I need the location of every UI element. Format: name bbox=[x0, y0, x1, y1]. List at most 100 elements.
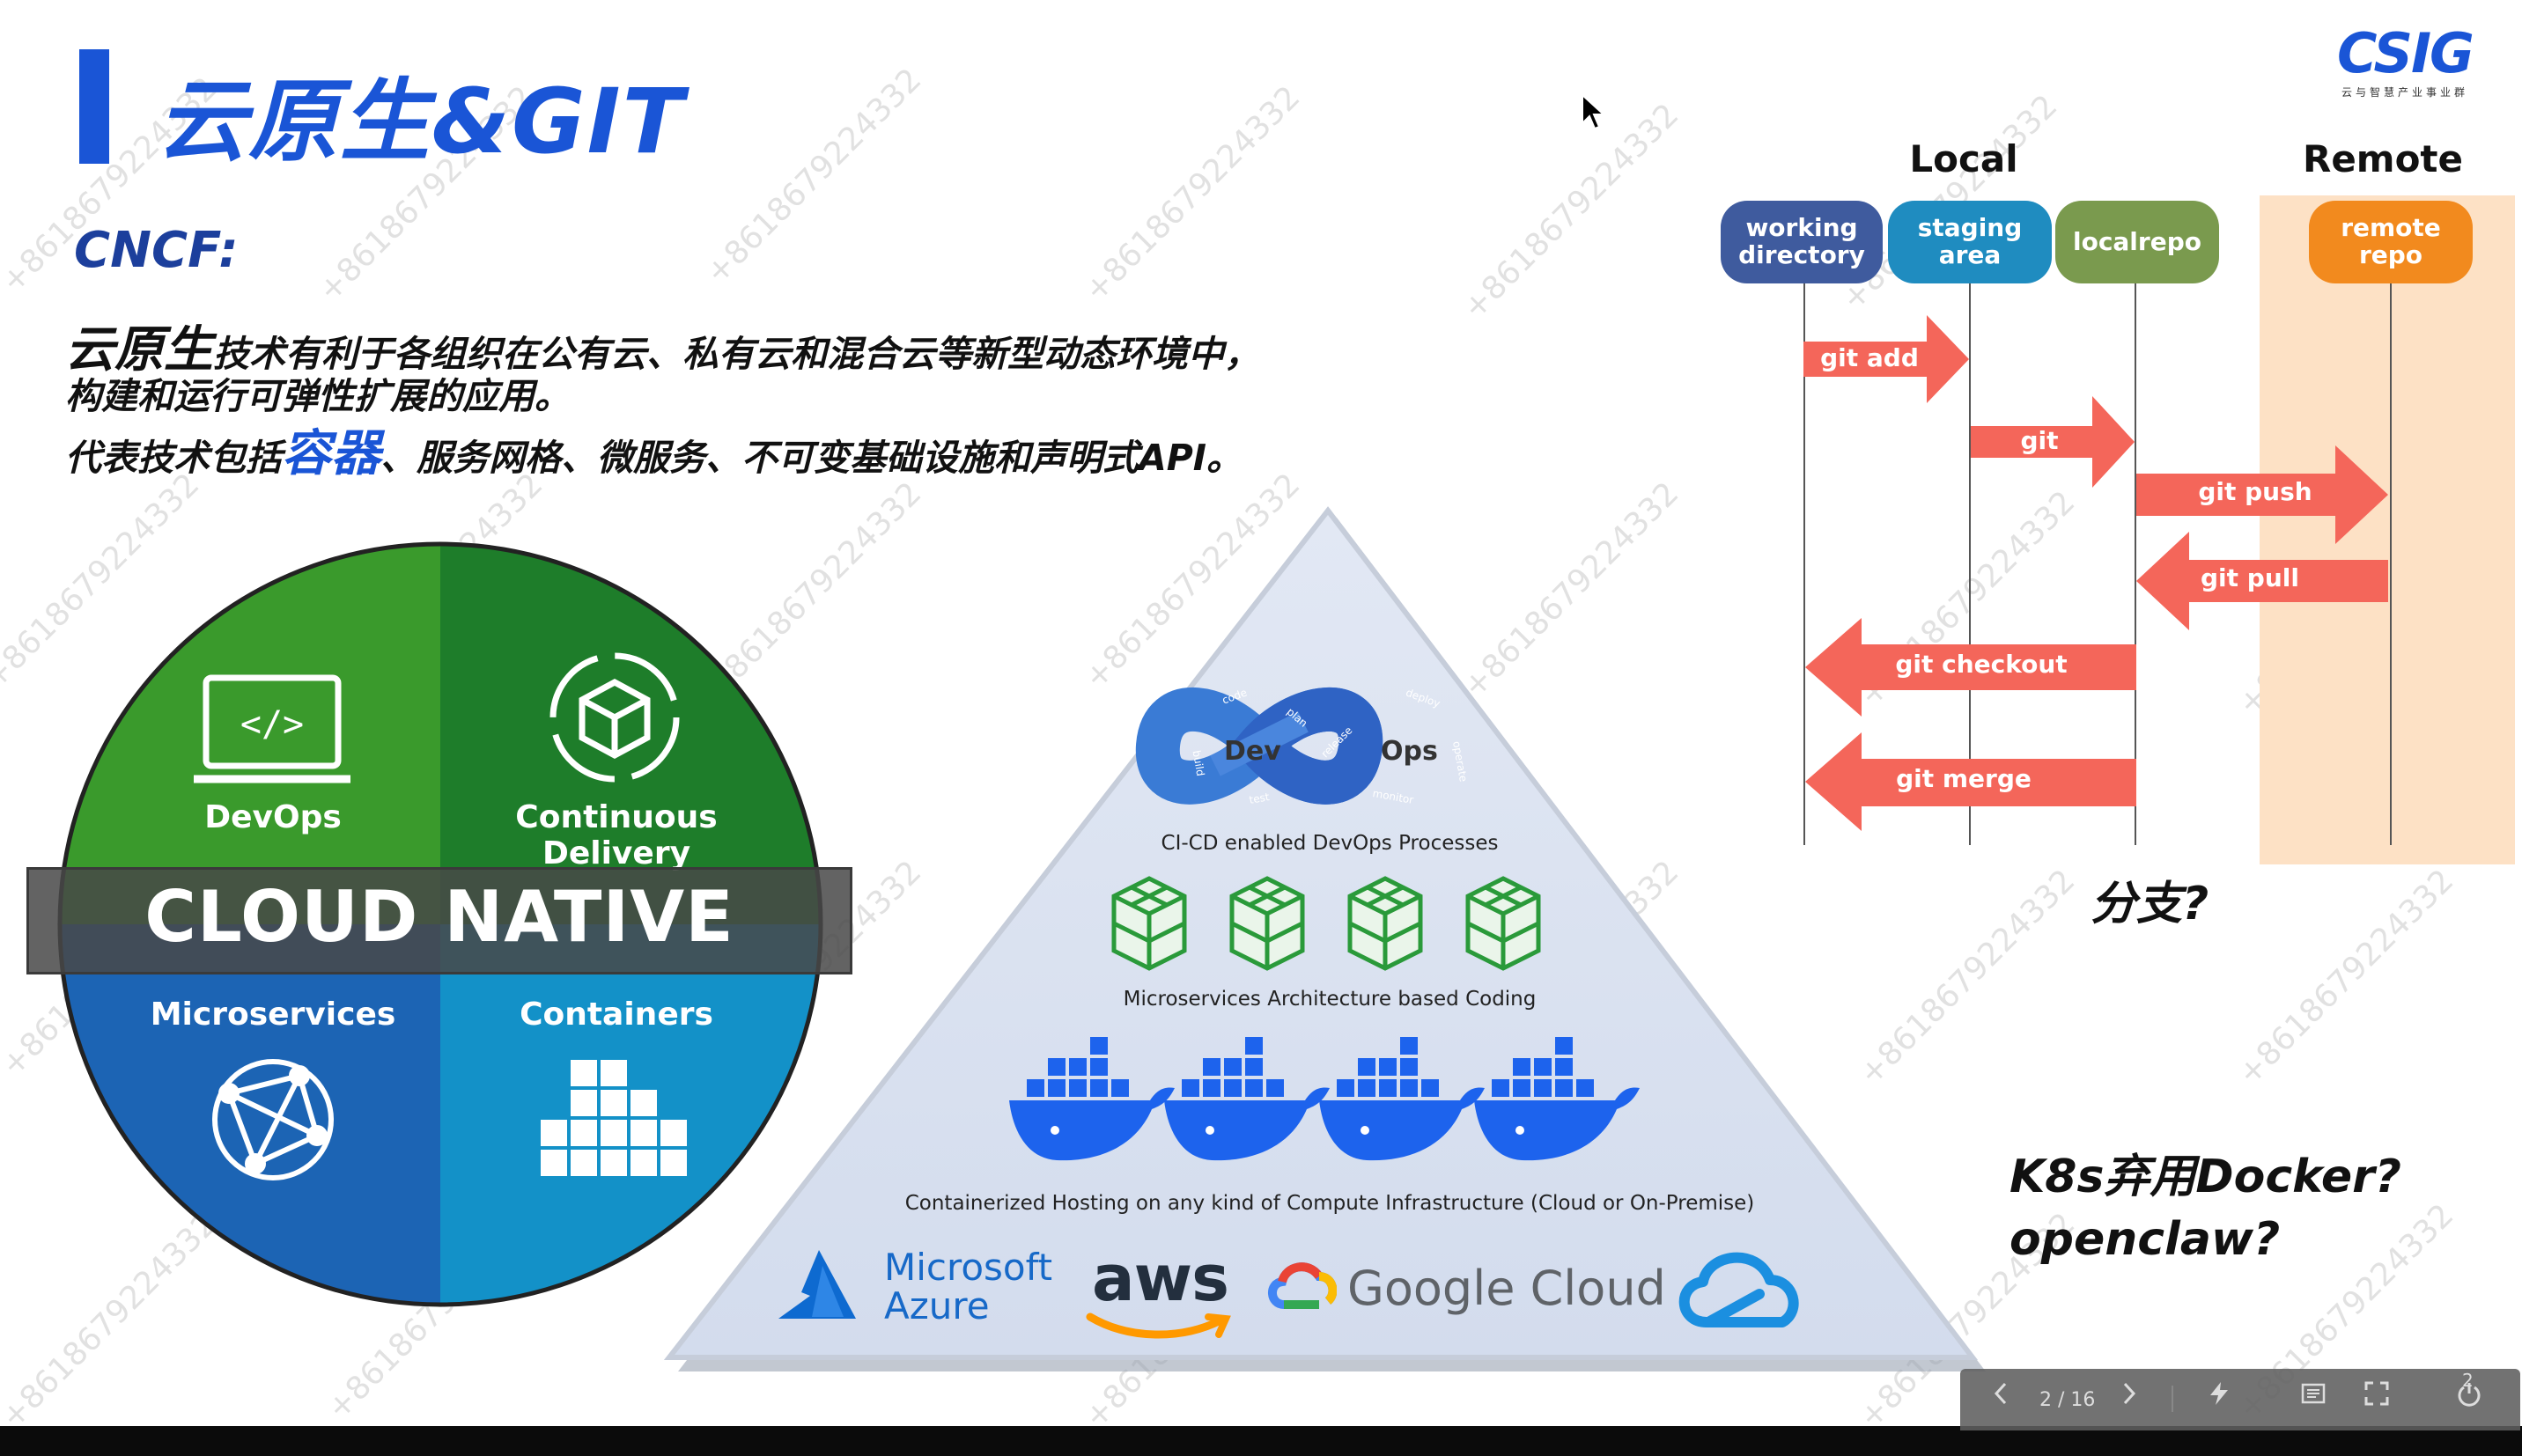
intro-line-3-b: 、服务网格、微服务、不可变基础设施和声明式API。 bbox=[380, 437, 1243, 479]
page-number-badge: 2 bbox=[2462, 1370, 2474, 1391]
presentation-toolbar bbox=[1960, 1369, 2520, 1430]
watermark: +8618679224332 bbox=[698, 62, 929, 291]
remote-repo-line bbox=[2390, 282, 2392, 845]
notes-icon bbox=[2301, 1383, 2326, 1404]
devops-pyramid bbox=[663, 506, 1986, 1371]
continuous-delivery-label: Continuous Delivery bbox=[515, 799, 718, 871]
stage-localrepo-label: localrepo bbox=[2072, 226, 2201, 256]
azure-logo-icon bbox=[778, 1250, 856, 1319]
watermark: +8618679224332 bbox=[2231, 863, 2461, 1092]
remote-zone bbox=[2260, 195, 2515, 864]
cloud-native-banner-text: CLOUD NATIVE bbox=[144, 876, 734, 958]
notes-button[interactable] bbox=[2300, 1380, 2327, 1414]
slide-title: 云原生&GIT bbox=[157, 70, 686, 174]
devops-label: DevOps bbox=[204, 799, 342, 835]
stage-staging-line-2: area bbox=[1938, 240, 2002, 269]
git-add-label: git add bbox=[1820, 343, 1919, 372]
docker-whales-icon bbox=[1009, 1037, 1640, 1161]
intro-cloud-native-term: 云原生 bbox=[65, 321, 213, 379]
intro-line-3: 代表技术包括容器、服务网格、微服务、不可变基础设施和声明式API。 bbox=[65, 414, 1243, 485]
git-checkout-label: git checkout bbox=[1895, 650, 2068, 679]
watermark: +8618679224332 bbox=[1456, 97, 1686, 327]
arrow-git-commit bbox=[1971, 396, 2135, 488]
container-blocks-icon bbox=[541, 1060, 687, 1176]
azure-logo-text: Microsoft Azure bbox=[884, 1248, 1052, 1326]
intro-line-1: 云原生技术有利于各组织在公有云、私有云和混合云等新型动态环境中， bbox=[65, 310, 1260, 381]
lightning-icon bbox=[2210, 1382, 2228, 1405]
power-icon bbox=[2458, 1383, 2481, 1407]
microservice-cubes-icon bbox=[1111, 876, 1554, 971]
microservices-label: Microservices bbox=[150, 996, 396, 1033]
openclaw-note: openclaw? bbox=[2009, 1213, 2281, 1266]
tencent-cloud-logo-icon bbox=[1678, 1252, 1799, 1327]
pyramid-level-3-text: Containerized Hosting on any kind of Com… bbox=[904, 1192, 1755, 1215]
laser-pointer-button[interactable] bbox=[2207, 1380, 2231, 1414]
intro-line-3-a: 代表技术包括 bbox=[65, 437, 282, 479]
devops-dev-label: Dev bbox=[1224, 736, 1281, 767]
laptop-code-icon: </> bbox=[194, 674, 350, 783]
localrepo-line bbox=[2135, 282, 2136, 845]
stage-remote-line-2: repo bbox=[2358, 240, 2423, 269]
containers-label: Containers bbox=[520, 996, 713, 1033]
staging-area-line bbox=[1969, 282, 1971, 845]
mouse-cursor-icon bbox=[1582, 93, 1606, 130]
arrow-git-add bbox=[1803, 315, 1969, 403]
cloud-native-banner bbox=[26, 867, 852, 974]
network-globe-icon bbox=[212, 1059, 334, 1180]
azure-word-azure: Azure bbox=[884, 1284, 990, 1327]
branch-note: 分支? bbox=[2091, 878, 2209, 930]
chevron-right-icon bbox=[2123, 1382, 2136, 1405]
git-commit-label: git commit bbox=[1987, 426, 2091, 484]
git-pull-label: git pull bbox=[2201, 563, 2299, 592]
stage-remote-line-1: remote bbox=[2341, 213, 2441, 243]
git-merge-label: git merge bbox=[1896, 764, 2032, 793]
arrow-git-push bbox=[2136, 445, 2388, 544]
svg-text:</>: </> bbox=[240, 704, 304, 745]
prev-page-button[interactable] bbox=[1992, 1380, 2009, 1414]
intro-line-1-text: 技术有利于各组织在公有云、私有云和混合云等新型动态环境中， bbox=[213, 333, 1260, 375]
cloud-native-circle: </> bbox=[57, 541, 823, 1307]
google-cloud-logo-text: Google Cloud bbox=[1347, 1261, 1666, 1316]
fullscreen-button[interactable] bbox=[2363, 1380, 2390, 1414]
watermark: +8618679224332 bbox=[1077, 79, 1308, 309]
stage-staging-line-1: staging bbox=[1917, 213, 2023, 243]
local-heading: Local bbox=[1909, 137, 2018, 180]
arrow-git-merge bbox=[1805, 732, 2136, 831]
devops-infinity-icon bbox=[1135, 688, 1383, 805]
toolbar-divider bbox=[2172, 1386, 2173, 1412]
slide-canvas: +8618679224332 +8618679224332 +861867922… bbox=[0, 22, 2515, 1426]
arrow-git-pull bbox=[2136, 532, 2388, 630]
logo-text: CSIG bbox=[2337, 21, 2474, 85]
cncf-label: CNCF: bbox=[74, 222, 239, 279]
fullscreen-icon bbox=[2364, 1381, 2389, 1406]
devops-ops-label: Ops bbox=[1381, 736, 1438, 767]
chevron-left-icon bbox=[1994, 1382, 2007, 1405]
bottom-bar bbox=[0, 1426, 2522, 1456]
page-indicator: 2 / 16 bbox=[2039, 1389, 2096, 1411]
stage-working-line-2: directory bbox=[1738, 240, 1865, 269]
google-cloud-logo-icon bbox=[1268, 1262, 1337, 1309]
title-accent-bar bbox=[79, 49, 109, 164]
next-page-button[interactable] bbox=[2120, 1380, 2138, 1414]
aws-logo-text: aws bbox=[1092, 1241, 1229, 1315]
pyramid-level-1-text: CI-CD enabled DevOps Processes bbox=[1161, 832, 1499, 855]
k8s-note: K8s弃用Docker? bbox=[2009, 1151, 2401, 1203]
aws-smile-icon bbox=[1086, 1313, 1231, 1339]
working-directory-line bbox=[1803, 282, 1805, 845]
azure-word-microsoft: Microsoft bbox=[884, 1246, 1053, 1289]
git-arrows bbox=[1803, 315, 2388, 831]
stage-localrepo: localrepo bbox=[2055, 201, 2219, 283]
arrow-git-checkout bbox=[1805, 618, 2136, 717]
git-push-label: git push bbox=[2198, 477, 2312, 506]
exit-presentation-button[interactable] bbox=[2455, 1380, 2483, 1416]
remote-heading: Remote bbox=[2302, 137, 2463, 180]
intro-line-2: 构建和运行可弹性扩展的应用。 bbox=[65, 375, 571, 417]
pyramid-level-2-text: Microservices Architecture based Coding bbox=[1123, 988, 1537, 1011]
csig-logo: CSIG 云与智慧产业事业群 bbox=[2321, 23, 2489, 102]
intro-container-term: 容器 bbox=[282, 425, 380, 482]
logo-subtitle: 云与智慧产业事业群 bbox=[2341, 86, 2468, 99]
delivery-cube-icon bbox=[549, 652, 680, 783]
